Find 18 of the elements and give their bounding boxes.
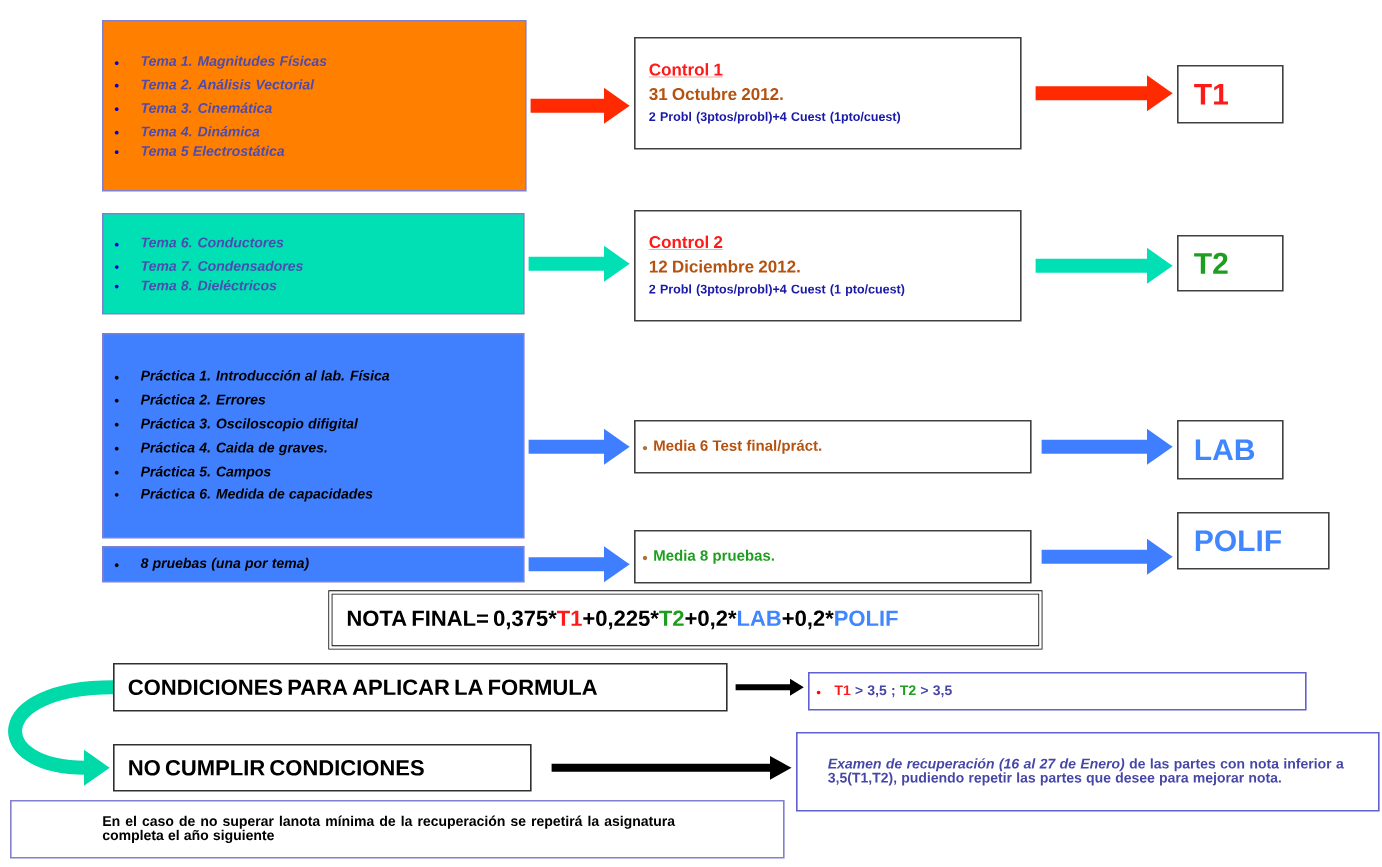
note-box: Examen de recuperación (16 al 27 de Enero) de las partes con nota inferior a 3,5(T1,T2), pudiendo repetir las partes que desee para mejorar nota. [796, 732, 1380, 812]
condition-box: NO CUMPLIR CONDICIONES [113, 744, 532, 792]
exam-box: Control 1 31 Octubre 2012. 2 Probl (3ptos/probl)+4 Cuest (1pto/cuest) [634, 37, 1022, 150]
grade-box: POLIF [1177, 512, 1330, 570]
grade-box: LAB [1177, 420, 1284, 480]
note-box: En el caso de no superar lanota mínima de la recuperación se repetirá la asignatura completa el año siguiente [10, 800, 785, 859]
condition-box: CONDICIONES PARA APLICAR LA FORMULA [113, 663, 728, 712]
grade-box: T2 [1177, 235, 1284, 292]
lab-list-box: Práctica 1. Introducción al lab. Física Práctica 2. Errores Práctica 3. Osciloscopio difigital Práctica 4. Caida de graves. Práctica 5. Campos Práctica 6. Medida de capacidades [102, 333, 525, 539]
topic-list-box: Tema 6. Conductores Tema 7. Condensadores Tema 8. Dieléctricos [102, 213, 525, 315]
topic-list-box: Tema 1. Magnitudes Físicas Tema 2. Análisis Vectorial Tema 3. Cinemática Tema 4. Dinámica Tema 5 Electrostática [102, 20, 527, 192]
exam-box: Control 2 12 Diciembre 2012. 2 Probl (3ptos/probl)+4 Cuest (1 pto/cuest) [634, 210, 1022, 322]
condition-box: T1 > 3,5 ; T2 > 3,5 [808, 672, 1307, 711]
test-box: 8 pruebas (una por tema) [102, 546, 525, 583]
average-box: Media 8 pruebas. [634, 530, 1032, 584]
average-box: Media 6 Test final/práct. [634, 420, 1032, 474]
grade-box: T1 [1177, 65, 1284, 124]
formula-box: NOTA FINAL= 0,375*T1+0,225*T2+0,2*LAB+0,2*POLIF [328, 590, 1043, 650]
